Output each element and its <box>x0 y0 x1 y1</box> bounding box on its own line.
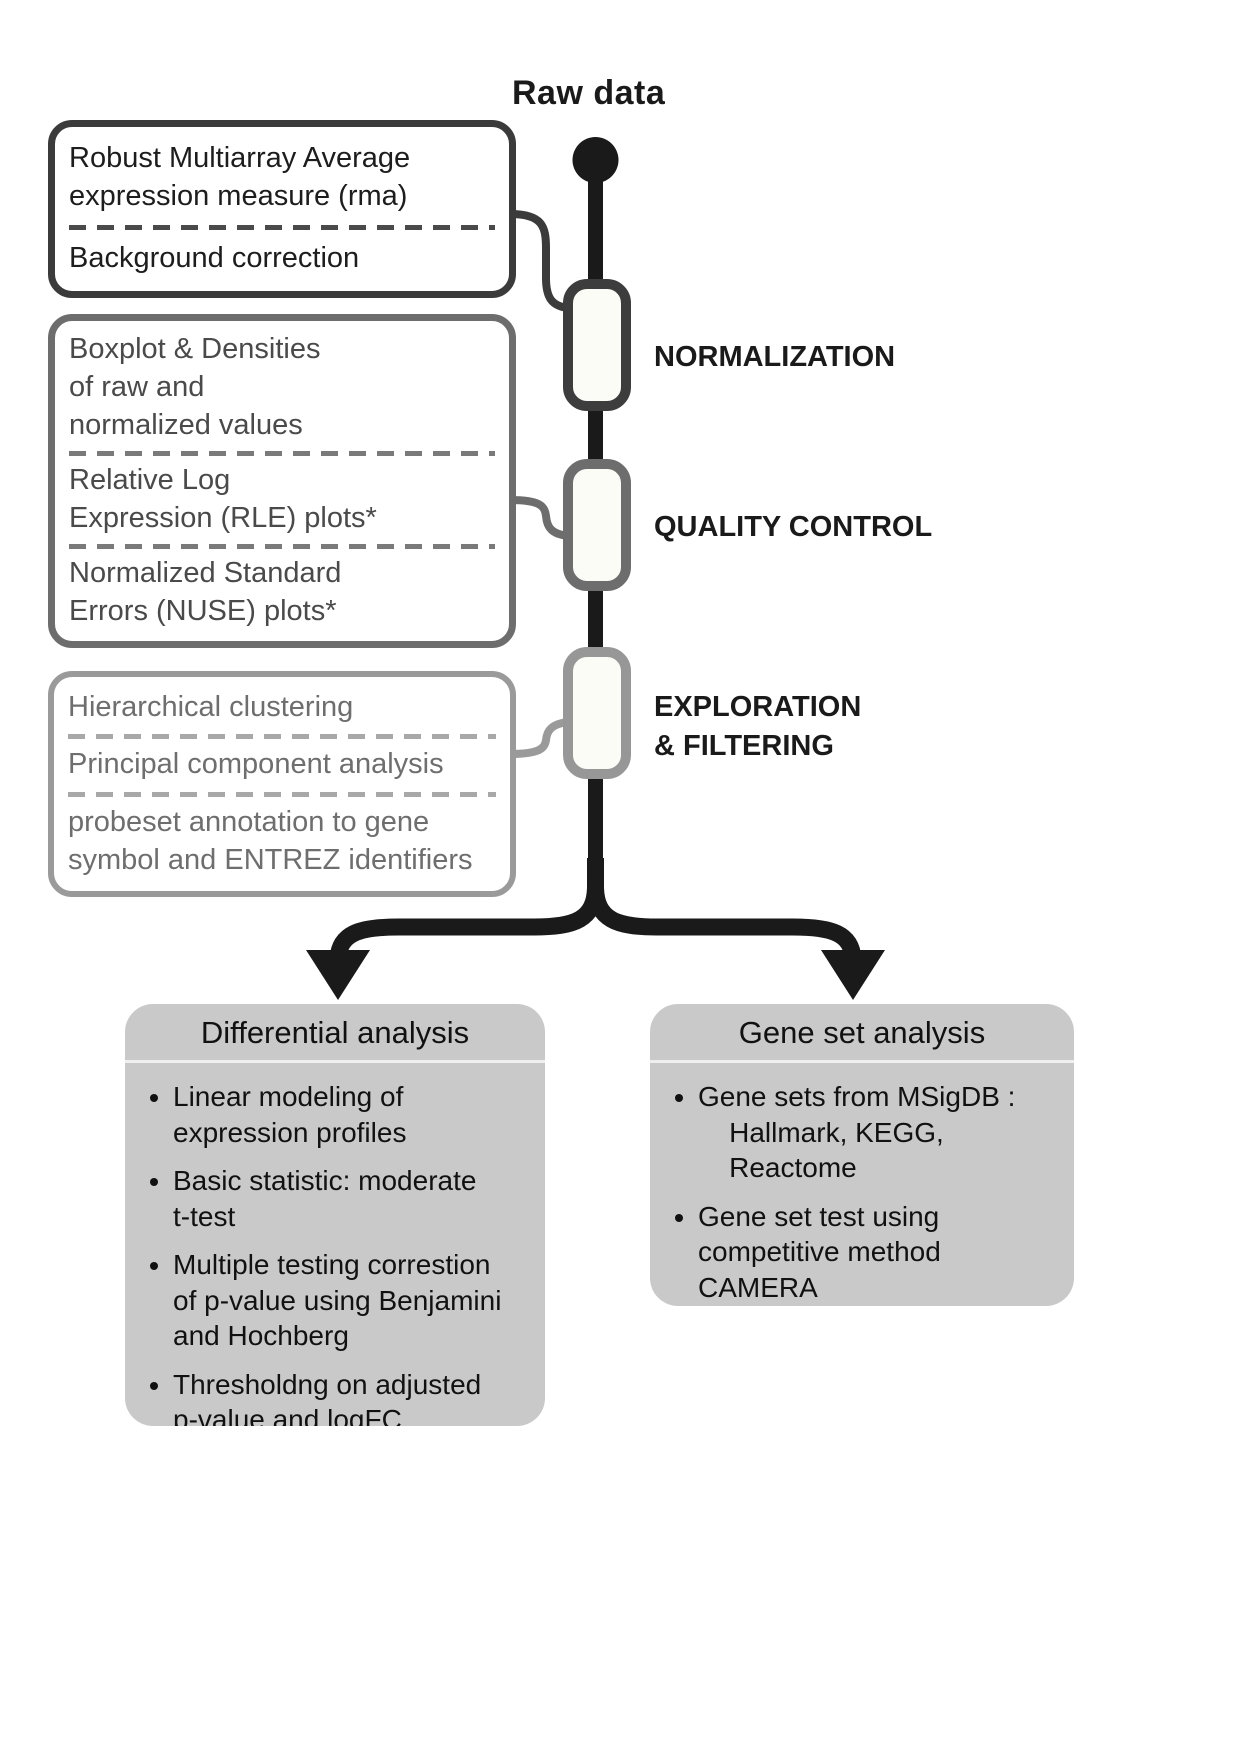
bullet-item: Gene set test using competitive method C… <box>698 1199 1064 1306</box>
quality-control-node <box>563 459 631 591</box>
connector-quality-control <box>509 496 569 540</box>
step-text: Normalized Standard Errors (NUSE) plots* <box>69 557 342 627</box>
right-arrowhead-icon <box>821 950 885 1000</box>
connector-normalization <box>509 210 569 312</box>
differential-bullet-list: Linear modeling of expression profiles B… <box>125 1079 535 1426</box>
bullet-item: Basic statistic: moderate t-test <box>173 1163 535 1234</box>
bullet-item: Linear modeling of expression profiles <box>173 1079 535 1150</box>
exploration-steps-box: Hierarchical clustering Principal compon… <box>48 671 516 897</box>
bullet-item: Multiple testing correstion of p-value u… <box>173 1247 535 1354</box>
quality-control-steps-box: Boxplot & Densities of raw and normalize… <box>48 314 516 648</box>
dashed-divider <box>69 225 495 231</box>
differential-analysis-panel: Differential analysis Linear modeling of… <box>125 1004 545 1426</box>
bullet-item: Thresholdng on adjusted p-value and logF… <box>173 1367 535 1426</box>
quality-control-stage-label: QUALITY CONTROL <box>654 511 933 543</box>
step-text: Robust Multiarray Average expression mea… <box>69 142 411 213</box>
dashed-divider <box>68 791 496 797</box>
dashed-divider <box>69 450 495 456</box>
gene-set-bullet-list: Gene sets from MSigDB : Hallmark, KEGG, … <box>650 1079 1064 1305</box>
raw-data-label: Raw data <box>512 74 666 112</box>
normalization-node <box>563 279 631 411</box>
step-text: Hierarchical clustering <box>68 690 354 723</box>
exploration-stage-label: EXPLORATION & FILTERING <box>654 691 862 763</box>
panel-title: Differential analysis <box>125 1004 545 1063</box>
step-text: Background correction <box>69 241 360 274</box>
dashed-divider <box>68 733 496 739</box>
panel-title: Gene set analysis <box>650 1004 1074 1063</box>
dashed-divider <box>69 543 495 549</box>
gene-set-analysis-panel: Gene set analysis Gene sets from MSigDB … <box>650 1004 1074 1306</box>
normalization-stage-label: NORMALIZATION <box>654 341 896 373</box>
exploration-node <box>563 647 631 779</box>
step-text: Boxplot & Densities of raw and normalize… <box>69 333 321 441</box>
branch-right-arm <box>587 858 862 960</box>
normalization-steps-box: Robust Multiarray Average expression mea… <box>48 120 516 298</box>
left-arrowhead-icon <box>306 950 370 1000</box>
step-text: probeset annotation to gene symbol and E… <box>68 806 473 876</box>
step-text: Principal component analysis <box>68 748 444 781</box>
step-text: Relative Log Expression (RLE) plots* <box>69 464 377 534</box>
bullet-item: Gene sets from MSigDB : Hallmark, KEGG, … <box>698 1079 1064 1186</box>
raw-data-dot <box>572 137 619 183</box>
connector-exploration <box>509 718 569 758</box>
